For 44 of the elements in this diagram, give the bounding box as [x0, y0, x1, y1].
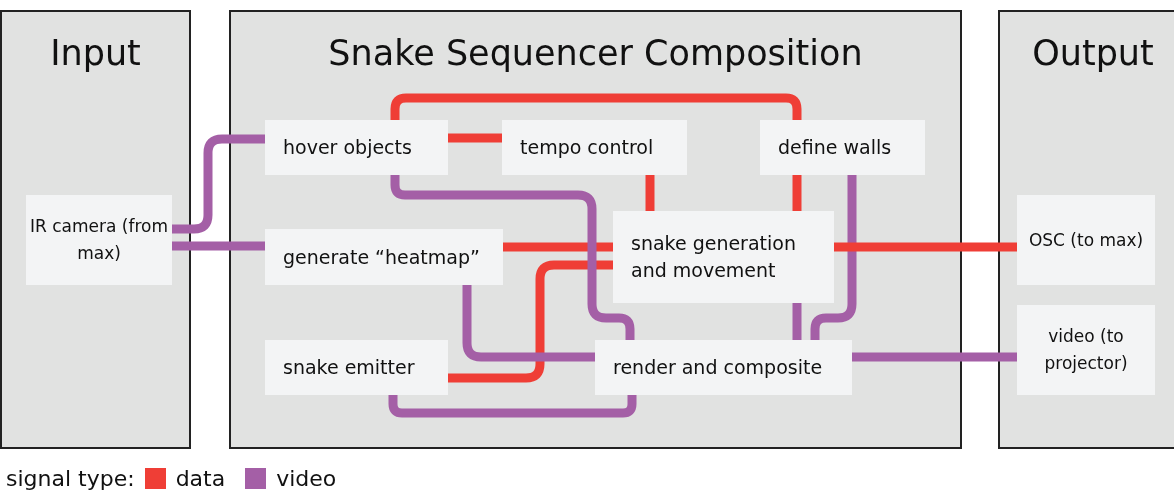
box-label: IR camera (from max)	[29, 215, 169, 265]
signal-line	[834, 242, 1017, 252]
signal-line	[852, 352, 1017, 362]
legend-title: signal type:	[6, 465, 135, 493]
panel	[229, 10, 962, 449]
process-box	[1017, 305, 1155, 395]
box-label: define walls	[778, 135, 892, 160]
box-label: tempo control	[520, 135, 654, 160]
box-label: OSC (to max)	[1028, 228, 1144, 252]
box-label: video (to projector)	[1043, 325, 1129, 375]
signal-line	[503, 242, 613, 252]
process-box	[502, 120, 687, 175]
signal-line	[792, 303, 802, 340]
panel-title: Input	[49, 32, 142, 74]
box-label: render and composite	[613, 355, 823, 380]
process-box	[265, 229, 503, 285]
signal-line	[390, 93, 802, 120]
process-box	[760, 120, 925, 175]
legend-label: video	[276, 465, 337, 493]
signal-line	[172, 134, 265, 234]
signal-line	[448, 133, 502, 143]
signal-line	[462, 285, 595, 362]
panel	[0, 10, 191, 449]
process-box	[265, 340, 448, 395]
process-box	[595, 340, 852, 395]
signal-line	[792, 175, 802, 211]
signal-line	[172, 241, 265, 251]
process-box	[265, 120, 448, 175]
panel-title: Output	[1031, 32, 1155, 74]
signal-line	[810, 175, 857, 340]
process-box	[1017, 195, 1155, 285]
panel	[998, 10, 1174, 449]
box-label: snake generation and movement	[631, 231, 797, 283]
box-label: snake emitter	[283, 355, 415, 380]
legend-label: data	[175, 465, 226, 493]
signal-line	[448, 260, 613, 383]
signal-line	[645, 175, 655, 211]
panel-title: Snake Sequencer Composition	[327, 32, 864, 74]
process-box	[26, 195, 172, 285]
signal-line	[388, 395, 637, 418]
box-label: hover objects	[283, 135, 412, 160]
process-box	[613, 211, 834, 303]
signal-line	[390, 175, 635, 340]
box-label: generate “heatmap”	[283, 244, 480, 270]
